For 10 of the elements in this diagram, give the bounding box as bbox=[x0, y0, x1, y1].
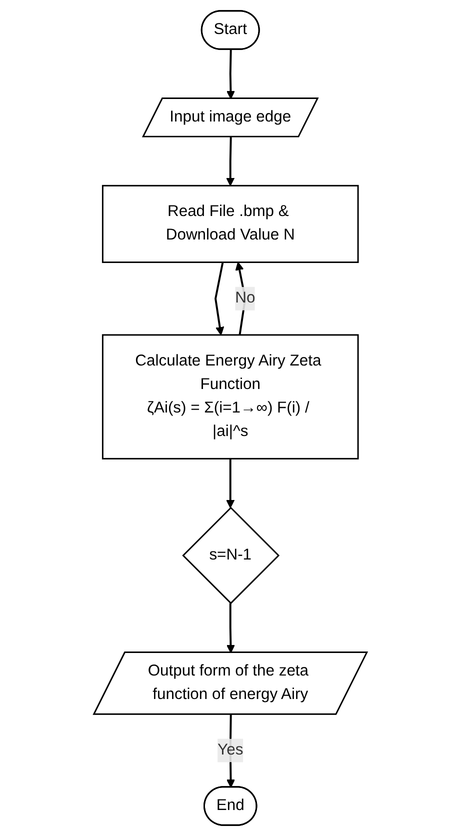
edge-label: No bbox=[234, 290, 255, 306]
arrow bbox=[214, 262, 224, 336]
node-box: Calculate Energy Airy Zeta Function ζAi(s) = Σ(i=1→∞) F(i) / |ai|^s bbox=[102, 334, 358, 460]
arrow bbox=[226, 137, 234, 186]
node-diamond: s=N-1 bbox=[182, 506, 280, 604]
arrow bbox=[226, 603, 235, 654]
arrow bbox=[226, 50, 235, 100]
node-box: Read File .bmp & Download Value N bbox=[102, 184, 358, 263]
edge-label: Yes bbox=[217, 742, 243, 758]
arrow bbox=[226, 458, 234, 508]
